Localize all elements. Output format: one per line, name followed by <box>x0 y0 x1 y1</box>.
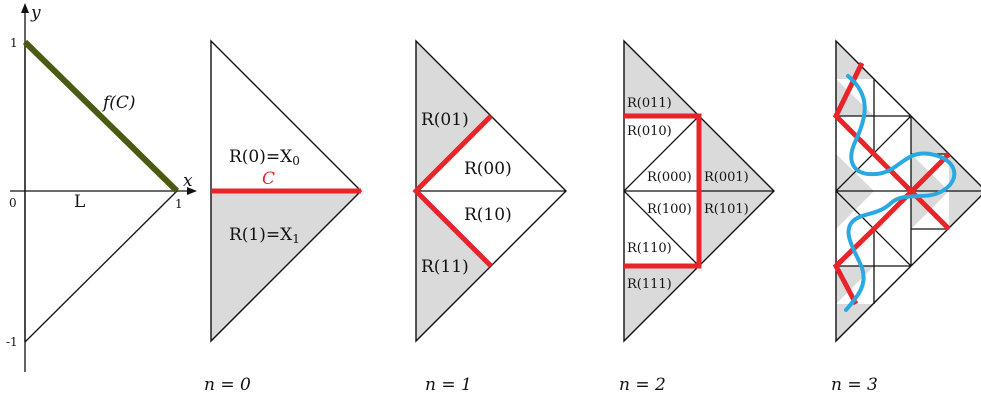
f-of-c-segment <box>22 39 180 194</box>
panel-n1: R(01) R(00) R(10) R(11) n = 1 <box>412 39 567 395</box>
label-r01: R(01) <box>421 110 469 130</box>
lower-triangle-edge <box>24 190 178 343</box>
x-tick-1: 1 <box>175 197 183 211</box>
red-curve <box>832 152 951 306</box>
panel-n2: R(011) R(010) R(000) R(001) R(100) R(101… <box>619 39 775 395</box>
l-label: L <box>74 192 85 212</box>
caption-n3: n = 3 <box>831 375 878 395</box>
blue-curve <box>844 74 957 312</box>
y-axis-label: y <box>30 3 41 23</box>
grid-line <box>623 115 700 192</box>
label-r1: R(1)=X1 <box>229 225 300 246</box>
caption-n0: n = 0 <box>204 375 251 395</box>
grid-line <box>623 190 700 267</box>
red-curve <box>624 113 702 269</box>
label-r110: R(110) <box>627 241 672 256</box>
label-r001: R(001) <box>704 170 749 185</box>
label-r10: R(10) <box>464 205 512 225</box>
f-of-c-label: f(C) <box>101 93 136 113</box>
y-tick-neg1: -1 <box>6 335 18 349</box>
x-axis-arrow <box>187 187 197 195</box>
shaded-region-r11 <box>416 191 491 341</box>
label-r0: R(0)=X0 <box>229 147 300 168</box>
label-r00: R(00) <box>464 159 512 179</box>
label-r111: R(111) <box>627 277 672 292</box>
caption-n1: n = 1 <box>425 375 472 395</box>
x-axis-label: x <box>183 171 193 191</box>
label-r000: R(000) <box>647 170 692 185</box>
y-axis-arrow <box>21 3 29 13</box>
label-r011: R(011) <box>627 96 672 111</box>
red-curve <box>412 114 493 268</box>
panel-n3: n = 3 <box>831 39 981 395</box>
panel-n0: R(0)=X0 C R(1)=X1 n = 0 <box>204 39 362 395</box>
label-r100: R(100) <box>647 202 692 217</box>
label-r11: R(11) <box>421 257 469 277</box>
label-c: C <box>262 169 275 189</box>
shaded-region <box>949 154 981 191</box>
shaded-region-r01 <box>416 41 491 191</box>
y-tick-1: 1 <box>10 36 18 50</box>
caption-n2: n = 2 <box>619 375 666 395</box>
label-r010: R(010) <box>627 124 672 139</box>
label-r101: R(101) <box>704 202 749 217</box>
origin-label: 0 <box>9 196 17 210</box>
axes-panel: y x 0 1 1 -1 f(C) L <box>6 3 197 372</box>
